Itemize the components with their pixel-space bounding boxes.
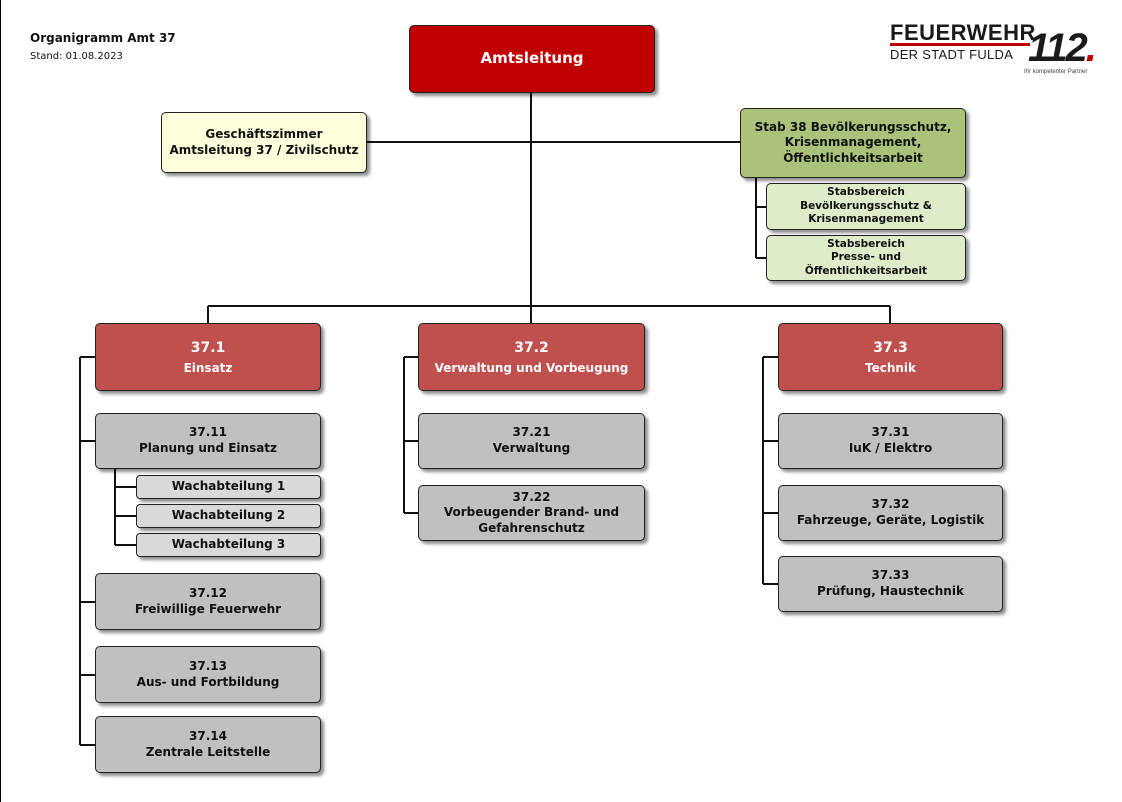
staff-area-2-line-2: Presse- und (830, 251, 902, 264)
box-unit-37-31: 37.31 IuK / Elektro (778, 413, 1003, 469)
box-stab-38: Stab 38 Bevölkerungsschutz, Krisenmanage… (740, 108, 966, 178)
unit-3733-number: 37.33 (871, 568, 910, 583)
unit-3722-name-line-1: Vorbeugender Brand- und (443, 505, 620, 520)
office-line-1: Geschäftszimmer (205, 126, 323, 141)
box-dept-37-2: 37.2 Verwaltung und Vorbeugung (418, 323, 645, 391)
amtsleitung-label: Amtsleitung (480, 49, 584, 68)
box-dept-37-1: 37.1 Einsatz (95, 323, 321, 391)
staff-line-1: Stab 38 Bevölkerungsschutz, (754, 119, 952, 134)
unit-3721-number: 37.21 (512, 425, 551, 440)
unit-3714-name: Zentrale Leitstelle (145, 744, 271, 759)
dept-2-number: 37.2 (514, 339, 549, 356)
unit-3711-number: 37.11 (189, 425, 227, 440)
unit-3722-number: 37.22 (512, 489, 551, 504)
staff-area-1-line-3: Krisenmanagement (808, 213, 924, 226)
logo-tagline: Ihr kompetenter Partner (1024, 69, 1088, 75)
box-stabsbereich-presse: Stabsbereich Presse- und Öffentlichkeits… (766, 235, 966, 281)
box-unit-37-13: 37.13 Aus- und Fortbildung (95, 646, 321, 703)
box-wachabteilung-3: Wachabteilung 3 (136, 533, 321, 557)
box-dept-37-3: 37.3 Technik (778, 323, 1003, 391)
page-border (0, 0, 1, 802)
unit-3713-number: 37.13 (189, 658, 227, 673)
document-title: Organigramm Amt 37 (30, 31, 176, 45)
unit-3731-number: 37.31 (871, 425, 910, 440)
unit-3721-name: Verwaltung (492, 441, 571, 455)
logo-text-feuerwehr: FEUERWEHR (890, 20, 1036, 45)
dept-3-name: Technik (864, 360, 917, 375)
logo-red-bar (890, 43, 1030, 46)
logo-text-stadt: DER STADT FULDA (890, 47, 1014, 62)
office-line-2: Amtsleitung 37 / Zivilschutz (169, 142, 359, 157)
box-unit-37-11: 37.11 Planung und Einsatz (95, 413, 321, 469)
staff-area-1-line-2: Bevölkerungsschutz & (800, 199, 932, 212)
logo-number-main: 112 (1028, 26, 1088, 70)
dept-3-number: 37.3 (873, 339, 908, 356)
unit-3722-name-line-2: Gefahrenschutz (478, 520, 585, 535)
unit-3713-name: Aus- und Fortbildung (136, 674, 280, 689)
staff-area-2-line-3: Öffentlichkeitsarbeit (804, 264, 928, 277)
dept-1-number: 37.1 (190, 339, 226, 356)
staff-area-1-line-1: Stabsbereich (827, 186, 905, 199)
box-unit-37-33: 37.33 Prüfung, Haustechnik (778, 556, 1003, 612)
staff-line-3: Öffentlichkeitsarbeit (783, 150, 923, 165)
unit-3733-name: Prüfung, Haustechnik (817, 584, 964, 598)
unit-3711-name: Planung und Einsatz (138, 441, 278, 455)
watch-1-label: Wachabteilung 1 (171, 479, 286, 494)
unit-3712-number: 37.12 (189, 585, 227, 600)
box-unit-37-22: 37.22 Vorbeugender Brand- und Gefahrensc… (418, 485, 645, 541)
logo-emergency-number: 112. (1028, 26, 1097, 71)
box-unit-37-21: 37.21 Verwaltung (418, 413, 645, 469)
box-unit-37-12: 37.12 Freiwillige Feuerwehr (95, 573, 321, 630)
box-stabsbereich-bevoelkerungsschutz: Stabsbereich Bevölkerungsschutz & Krisen… (766, 183, 966, 230)
unit-3712-name: Freiwillige Feuerwehr (134, 601, 282, 616)
box-wachabteilung-1: Wachabteilung 1 (136, 475, 321, 499)
staff-area-2-line-1: Stabsbereich (827, 237, 905, 250)
fire-department-logo: FEUERWEHR DER STADT FULDA 112. Ihr kompe… (888, 20, 1103, 82)
box-unit-37-32: 37.32 Fahrzeuge, Geräte, Logistik (778, 485, 1003, 541)
dept-2-name: Verwaltung und Vorbeugung (434, 360, 629, 375)
box-unit-37-14: 37.14 Zentrale Leitstelle (95, 716, 321, 773)
dept-1-name: Einsatz (183, 360, 233, 375)
document-date: Stand: 01.08.2023 (30, 51, 123, 62)
unit-3732-name: Fahrzeuge, Geräte, Logistik (796, 513, 985, 527)
watch-2-label: Wachabteilung 2 (171, 508, 286, 523)
staff-line-2: Krisenmanagement, (784, 135, 922, 150)
watch-3-label: Wachabteilung 3 (171, 537, 286, 552)
logo-number-dot: . (1085, 26, 1097, 70)
box-wachabteilung-2: Wachabteilung 2 (136, 504, 321, 528)
unit-3732-number: 37.32 (871, 497, 910, 512)
unit-3714-number: 37.14 (189, 728, 227, 743)
unit-3731-name: IuK / Elektro (848, 441, 933, 455)
box-amtsleitung: Amtsleitung (409, 25, 655, 93)
box-geschaeftszimmer: Geschäftszimmer Amtsleitung 37 / Zivilsc… (161, 112, 367, 173)
